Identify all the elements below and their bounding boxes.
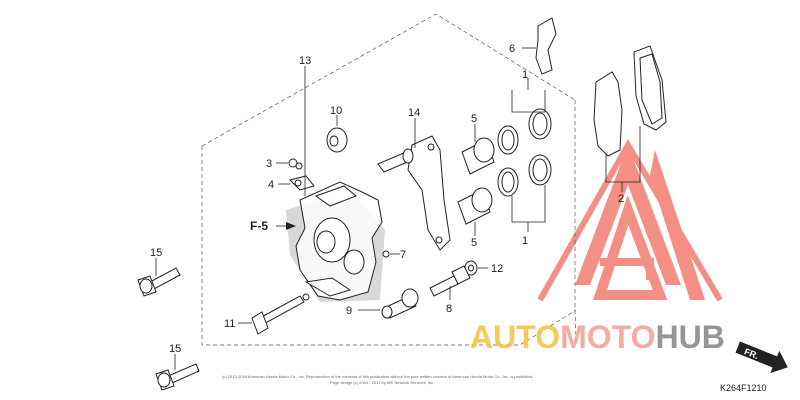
callout-2: 2 (618, 193, 624, 205)
svg-text:AUTOMOTOHUB: AUTOMOTOHUB (470, 319, 725, 355)
copyright-line-1: (c) 2013-2016 American Honda Motor Co., … (222, 374, 533, 379)
watermark-auto: AUTO (470, 319, 560, 355)
callout-1-upper: 1 (522, 69, 528, 81)
callout-6: 6 (509, 43, 515, 55)
callout-13: 13 (299, 55, 311, 67)
watermark-moto: MOTO (560, 319, 655, 355)
part-4-bleed-screw (278, 175, 315, 191)
part-3-bleed-cap (276, 158, 303, 170)
part-9-pin (358, 288, 419, 319)
callout-12: 12 (491, 263, 503, 275)
callout-5-upper: 5 (471, 113, 477, 125)
callout-3: 3 (266, 158, 272, 170)
reference-f5: F-5 (250, 219, 296, 233)
callout-10: 10 (330, 105, 342, 117)
figure-code: K264F1210 (720, 383, 767, 393)
callout-11: 11 (224, 318, 235, 330)
callout-15-lower: 15 (169, 343, 181, 355)
part-8-pin-bolt (429, 265, 471, 300)
watermark-hub: HUB (655, 319, 724, 355)
callout-5-lower: 5 (471, 237, 477, 249)
callout-4: 4 (268, 179, 274, 191)
part-1-seals-upper (497, 78, 552, 155)
watermark-text: AUTOMOTOHUB (470, 319, 725, 355)
part-11-bolt (238, 293, 310, 335)
assembly-boundary (201, 13, 577, 346)
copyright-line-2: Page design (c) 2004 - 2017 by ARI Netwo… (330, 380, 434, 385)
watermark-logo-icon (537, 139, 723, 302)
part-15-bolt-lower (155, 354, 200, 391)
callout-15-upper: 15 (150, 247, 162, 259)
part-6-pad-spring (522, 17, 557, 75)
reference-label: F-5 (250, 219, 268, 233)
part-15-bolt-upper (137, 258, 181, 297)
callout-8: 8 (446, 303, 452, 315)
part-2-brake-pads (593, 45, 667, 192)
part-7-pin (382, 250, 400, 258)
part-12-washer (464, 260, 488, 276)
callout-labels: 1 1 2 3 4 5 5 6 7 8 9 10 11 12 13 14 15 … (150, 43, 624, 355)
part-5-piston-lower (457, 187, 493, 236)
callout-9: 9 (346, 305, 352, 317)
direction-arrow: FR. (735, 341, 788, 374)
callout-7: 7 (400, 249, 406, 261)
caliper-body (286, 181, 385, 302)
part-10-bushing (326, 115, 348, 153)
part-5-piston-upper (461, 124, 495, 175)
callout-14: 14 (408, 107, 420, 119)
part-14-bracket (377, 118, 451, 251)
callout-1-lower: 1 (522, 235, 528, 247)
part-1-seals-lower (497, 154, 552, 232)
